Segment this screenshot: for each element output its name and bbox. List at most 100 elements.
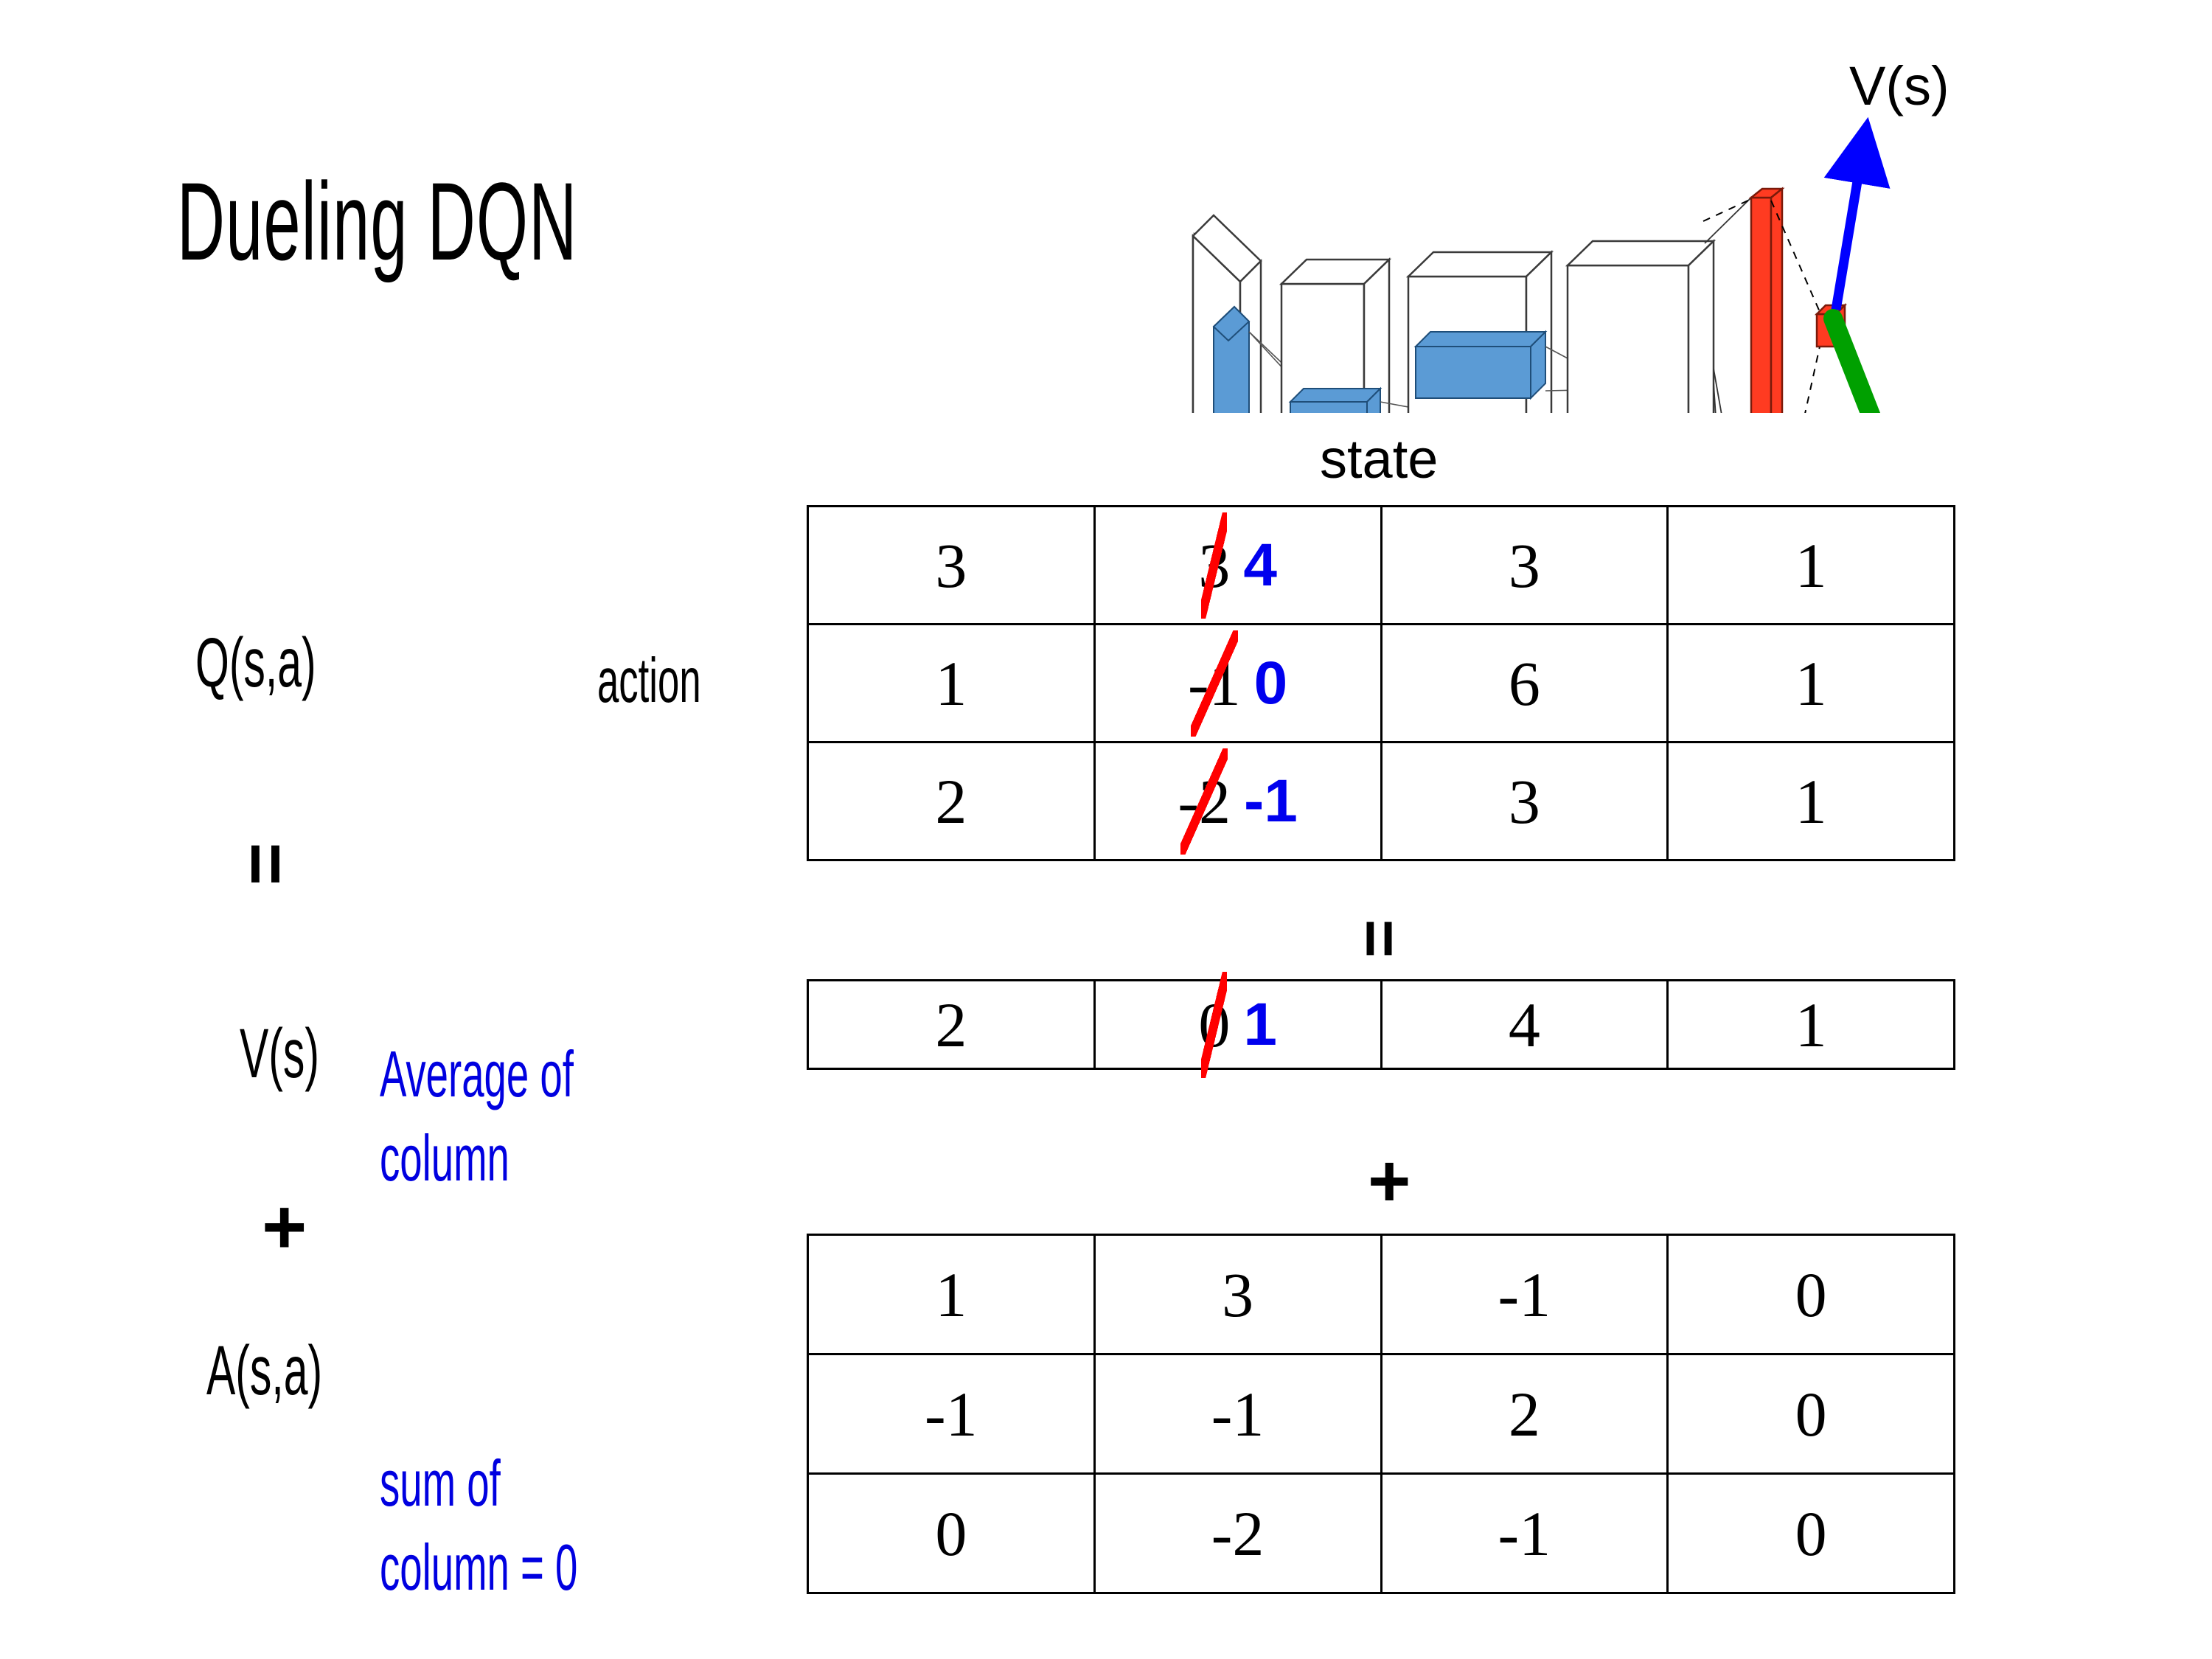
- struck-value: -2: [1178, 748, 1231, 855]
- v-table-label: V(s): [240, 1015, 319, 1093]
- cell-content: 4: [1382, 988, 1667, 1062]
- sum-note-line1: sum of: [380, 1447, 501, 1520]
- table-cell: -1: [1093, 1353, 1382, 1475]
- struck-value: -1: [1188, 630, 1241, 737]
- table-cell: 1: [1666, 623, 1955, 743]
- revised-value: 0: [1253, 649, 1288, 717]
- cell-content: -1: [1382, 1497, 1667, 1571]
- table-cell: 6: [1380, 623, 1669, 743]
- cell-content: -1: [1096, 1377, 1380, 1451]
- cell-content: -1: [1382, 1258, 1667, 1332]
- table-cell: 2: [1380, 1353, 1669, 1475]
- cell-value: -2: [1211, 1498, 1265, 1569]
- table-cell: 4: [1380, 979, 1669, 1070]
- cell-value: -1: [1498, 1259, 1551, 1330]
- cell-value: 6: [1508, 647, 1540, 719]
- cell-value: 2: [1508, 1378, 1540, 1450]
- action-axis-label: action: [597, 646, 701, 716]
- cell-value: 1: [1795, 989, 1827, 1060]
- table-cell: -2-1: [1093, 741, 1382, 861]
- table-cell: 3: [807, 505, 1096, 625]
- value-head-label: V(s): [1849, 55, 1950, 116]
- cell-content: 0: [809, 1497, 1093, 1571]
- cell-content: -2: [1096, 1497, 1380, 1571]
- cell-content: -2-1: [1096, 748, 1380, 855]
- state-axis-label: state: [1320, 428, 1439, 490]
- cell-value: 3: [1508, 529, 1540, 601]
- equals-operator-left: =: [224, 842, 307, 886]
- table-row: -1 -1 2 0: [807, 1353, 1955, 1475]
- table-cell: -1: [1380, 1234, 1669, 1355]
- dueling-network-diagram: State s Only change the network structur…: [1069, 0, 2212, 413]
- cell-value: 0: [935, 1498, 967, 1569]
- cell-value: 1: [1795, 647, 1827, 719]
- cell-value: 1: [1795, 765, 1827, 837]
- cell-value: 3: [1508, 765, 1540, 837]
- table-cell: 2: [807, 979, 1096, 1070]
- cell-value: 1: [935, 647, 967, 719]
- table-cell: 0: [1666, 1353, 1955, 1475]
- cell-content: 1: [1669, 529, 1953, 602]
- table-cell: 1: [807, 623, 1096, 743]
- table-cell: -1: [1380, 1472, 1669, 1594]
- average-note-line2: column: [380, 1121, 509, 1195]
- cell-content: 3: [1382, 765, 1667, 838]
- cell-value: -1: [1211, 1378, 1265, 1450]
- table-cell: 3: [1380, 741, 1669, 861]
- cell-content: 1: [1669, 988, 1953, 1062]
- cell-value: 1: [1795, 529, 1827, 601]
- cell-content: 0: [1669, 1497, 1953, 1571]
- struck-value: 0: [1198, 971, 1231, 1078]
- cell-value: 2: [935, 765, 967, 837]
- a-table-label: A(s,a): [206, 1332, 323, 1410]
- equals-operator-middle: =: [1342, 919, 1416, 959]
- cell-content: 0: [1669, 1258, 1953, 1332]
- table-cell: -1: [807, 1353, 1096, 1475]
- table-cell: 1: [807, 1234, 1096, 1355]
- cell-content: 1: [1669, 647, 1953, 720]
- table-cell: 1: [1666, 741, 1955, 861]
- revised-value: -1: [1243, 767, 1298, 835]
- value-arrow: [1823, 116, 1891, 311]
- cell-content: 1: [809, 647, 1093, 720]
- cell-value: -1: [925, 1378, 978, 1450]
- revised-value: 1: [1243, 990, 1277, 1058]
- table-row: 0 -2 -1 0: [807, 1472, 1955, 1594]
- cell-value: -1: [1498, 1498, 1551, 1569]
- cell-value: 2: [935, 989, 967, 1060]
- cell-content: 6: [1382, 647, 1667, 720]
- table-cell: 0: [1666, 1234, 1955, 1355]
- table-row: 2 -2-1 3 1: [807, 741, 1955, 861]
- cell-value: 0: [1795, 1498, 1827, 1569]
- cell-content: 3: [809, 529, 1093, 602]
- struck-value: 3: [1198, 512, 1231, 619]
- cell-content: 0: [1669, 1377, 1953, 1451]
- table-cell: 2: [807, 741, 1096, 861]
- merge-connector: [1823, 309, 1881, 413]
- cell-value: 3: [935, 529, 967, 601]
- cell-content: 1: [809, 1258, 1093, 1332]
- table-cell: 1: [1666, 505, 1955, 625]
- cell-content: -1: [809, 1377, 1093, 1451]
- cell-value: 4: [1508, 989, 1540, 1060]
- q-table-label: Q(s,a): [195, 624, 316, 702]
- cell-content: 2: [809, 765, 1093, 838]
- cell-value: 1: [935, 1259, 967, 1330]
- cell-content: 3: [1382, 529, 1667, 602]
- revised-value: 4: [1243, 531, 1277, 599]
- cell-value: 0: [1795, 1259, 1827, 1330]
- plus-operator-middle: +: [1368, 1140, 1411, 1222]
- average-of-column-note: Average of column: [380, 1032, 574, 1201]
